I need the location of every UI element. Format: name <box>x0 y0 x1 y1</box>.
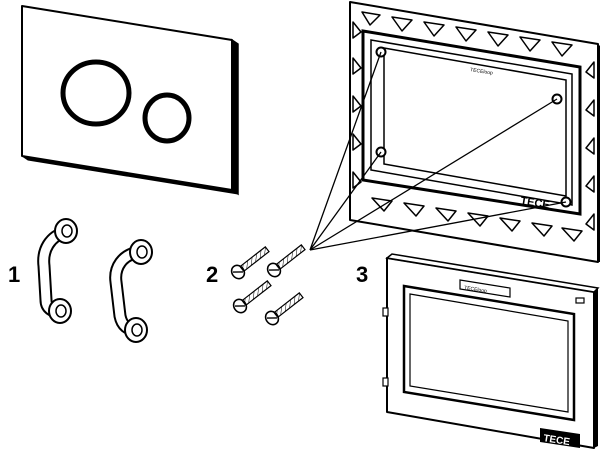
hook-left <box>37 218 78 324</box>
cover-frame-brand-mark: TECE <box>543 433 571 448</box>
part-number-3: 3 <box>356 262 368 287</box>
cover-frame: TECEloop TECE <box>382 253 600 449</box>
screws <box>230 244 306 326</box>
flush-plate <box>21 5 239 196</box>
part-number-1: 1 <box>8 262 20 287</box>
mounting-frame-brand-mark: TECE <box>520 195 551 211</box>
mounting-frame: TECEloop TECE <box>349 1 600 263</box>
screw <box>230 246 270 280</box>
leader-lines <box>309 51 567 251</box>
small-flush-button <box>142 92 192 144</box>
large-flush-button <box>60 59 132 127</box>
cover-frame-small-label: TECEloop <box>464 285 488 295</box>
part-number-2: 2 <box>206 262 218 287</box>
screw <box>266 244 306 278</box>
mounting-frame-small-label: TECEloop <box>470 67 494 77</box>
screw <box>264 292 304 326</box>
hook-right <box>109 239 153 343</box>
screw <box>232 280 272 314</box>
